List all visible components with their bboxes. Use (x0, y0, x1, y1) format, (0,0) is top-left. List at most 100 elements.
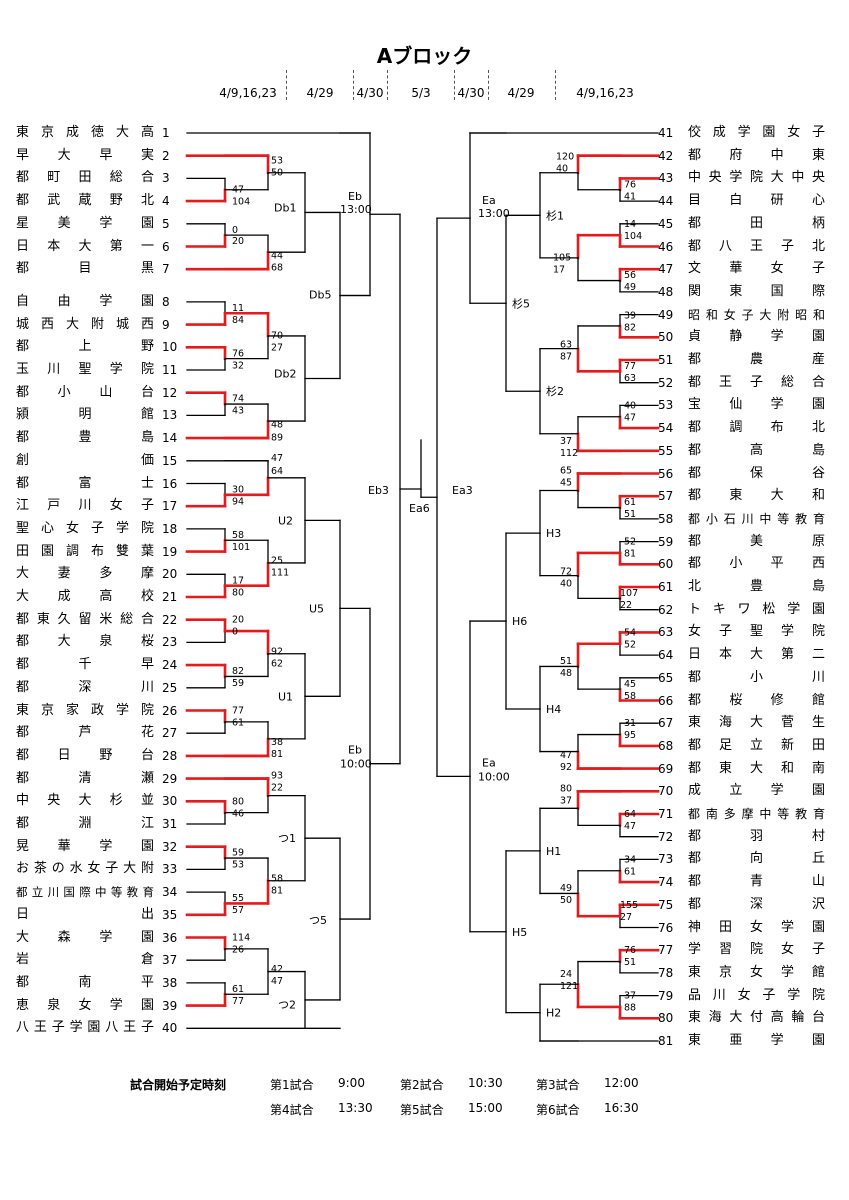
team-name: 都保谷 (688, 465, 825, 481)
score: 48 (560, 668, 572, 679)
team-name: 都小平西 (688, 556, 825, 572)
team-name: 都日野台 (16, 747, 154, 763)
team-number: 75 (658, 897, 674, 912)
score: 17 (232, 575, 244, 586)
team-number: 72 (658, 829, 674, 844)
match-label: H4 (546, 703, 561, 716)
team-name: 八王子学園八王子 (16, 1020, 154, 1036)
score: 0 (232, 225, 238, 236)
team-number: 66 (658, 693, 674, 708)
score: 20 (232, 236, 244, 247)
team-number: 18 (162, 521, 178, 536)
match-label: Db5 (309, 288, 331, 301)
team-number: 62 (658, 602, 674, 617)
score: 80 (232, 796, 244, 807)
score: 87 (560, 351, 572, 362)
score: 41 (624, 191, 636, 202)
match-label: つ2 (278, 998, 296, 1011)
team-number: 58 (658, 511, 674, 526)
team-number: 9 (162, 317, 170, 332)
team-name: 都目黒 (16, 261, 154, 277)
score: 45 (560, 478, 572, 489)
team-number: 2 (162, 148, 170, 163)
date-label: 4/29 (306, 86, 334, 100)
match-label: U1 (278, 690, 293, 703)
team-number: 34 (162, 885, 178, 900)
team-name: 都立川国際中等教育 (16, 885, 154, 900)
score: 51 (624, 957, 636, 968)
team-number: 56 (658, 466, 674, 481)
team-number: 20 (162, 567, 178, 582)
score: 76 (624, 179, 636, 190)
match-label: H5 (512, 926, 527, 939)
score: 114 (232, 933, 250, 944)
score: 81 (271, 749, 283, 760)
team-name: 都深沢 (688, 896, 825, 912)
schedule-game-name: 第2試合 (400, 1078, 444, 1092)
score: 92 (560, 762, 572, 773)
score: 94 (232, 497, 244, 508)
team-name: 日出 (16, 906, 154, 922)
score: 76 (232, 348, 244, 359)
team-name: 関東国際 (688, 283, 825, 299)
team-name: 都小川 (688, 669, 825, 685)
score: 80 (232, 587, 244, 598)
match-label: Eb (348, 744, 362, 757)
team-name: 東京女学館 (688, 964, 825, 980)
score: 61 (232, 984, 244, 995)
match-label: 10:00 (478, 770, 510, 783)
team-name: 自由学園 (16, 293, 154, 309)
team-name: 星美学園 (16, 215, 154, 231)
team-name: 都大泉桜 (16, 634, 154, 650)
page-title: Aブロック (376, 44, 473, 68)
team-name: 都青山 (688, 874, 825, 890)
team-number: 7 (162, 262, 170, 277)
score: 155 (620, 900, 638, 911)
team-name: 都富士 (16, 475, 154, 491)
team-number: 49 (658, 307, 674, 322)
score: 47 (624, 412, 636, 423)
team-name: 宝仙学園 (688, 397, 825, 413)
team-number: 78 (658, 965, 674, 980)
match-label: Db2 (274, 368, 296, 381)
team-number: 63 (658, 625, 674, 640)
score: 26 (232, 945, 244, 956)
team-name: 都向丘 (688, 851, 825, 867)
score: 101 (232, 542, 250, 553)
date-divider (387, 70, 388, 100)
team-name: 都町田総合 (16, 170, 154, 186)
team-number: 41 (658, 126, 674, 140)
schedule-game-name: 第5試合 (400, 1103, 444, 1117)
team-name: 都調布北 (688, 420, 825, 436)
score: 59 (232, 848, 244, 859)
score: 107 (620, 588, 638, 599)
schedule-game-time: 10:30 (468, 1076, 503, 1090)
score: 104 (232, 196, 250, 207)
score: 77 (232, 706, 244, 717)
team-number: 61 (658, 580, 674, 594)
score: 63 (624, 373, 636, 384)
team-name: 都芦花 (16, 725, 154, 741)
score: 47 (232, 184, 244, 195)
team-name: 昭和女子大附昭和 (688, 307, 825, 322)
match-label: U2 (278, 514, 293, 527)
match-label: Db1 (274, 201, 296, 214)
team-number: 21 (162, 590, 178, 604)
score: 82 (232, 666, 244, 677)
team-number: 19 (162, 544, 178, 559)
score: 39 (624, 311, 636, 322)
team-name: 女子聖学院 (688, 624, 825, 640)
team-name: 都上野 (16, 339, 154, 355)
match-label: H2 (546, 1007, 561, 1020)
team-name: 大成高校 (16, 589, 154, 604)
date-divider (286, 70, 287, 100)
match-label: 10:00 (340, 758, 372, 771)
schedule-game-name: 第4試合 (270, 1103, 314, 1117)
team-number: 27 (162, 726, 178, 741)
team-name: 岩倉 (16, 952, 154, 968)
team-number: 40 (162, 1021, 178, 1036)
score: 20 (232, 615, 244, 626)
match-label: Eb (348, 190, 362, 203)
team-name: 中央大杉並 (16, 793, 154, 809)
